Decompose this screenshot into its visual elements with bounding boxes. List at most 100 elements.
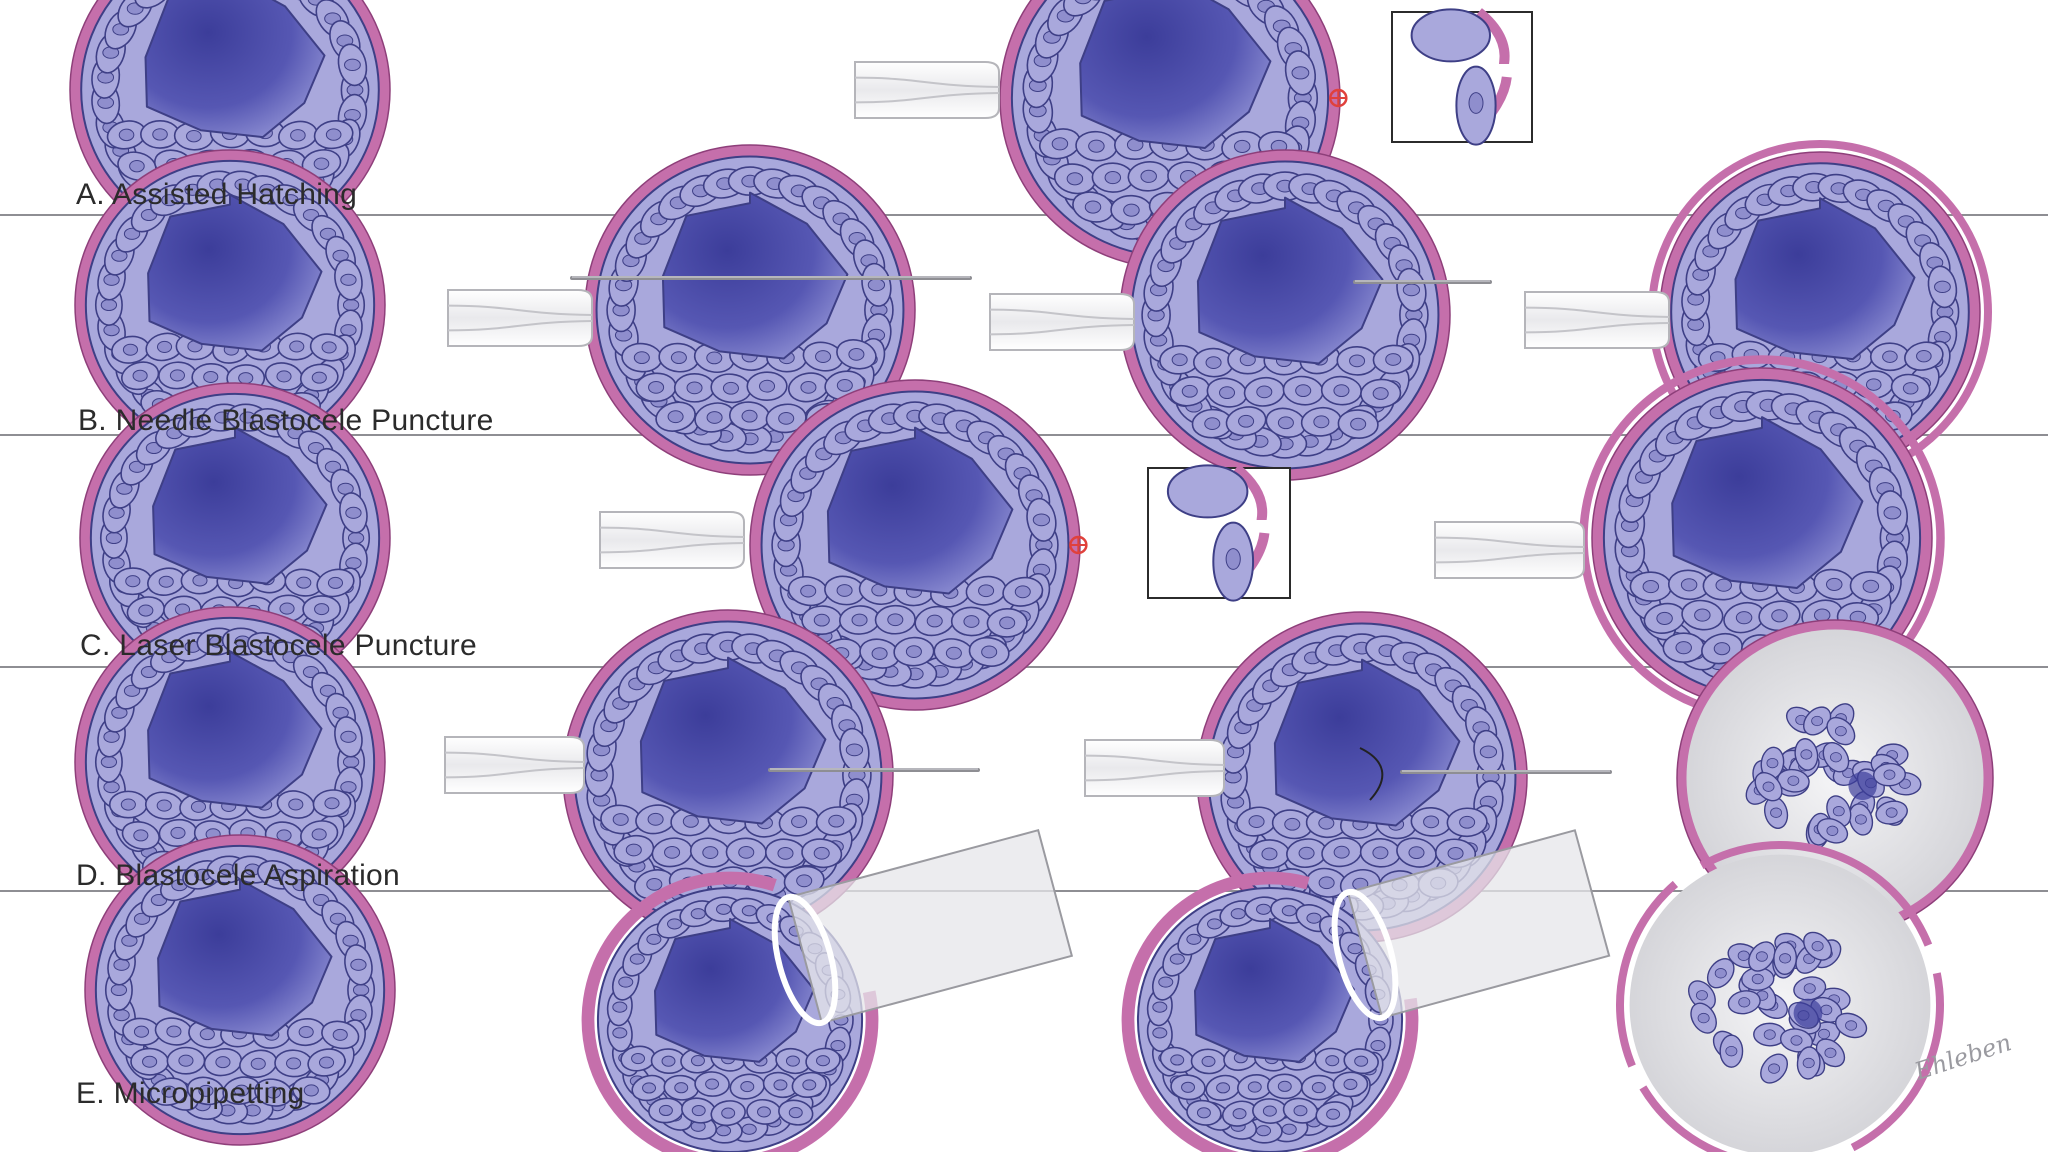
nucleus	[103, 273, 120, 286]
nucleus	[1088, 139, 1105, 153]
nucleus	[100, 298, 118, 312]
nucleus	[791, 815, 808, 828]
nucleus	[1233, 139, 1251, 153]
nucleus	[721, 1107, 736, 1119]
nucleus	[646, 877, 663, 891]
nucleus	[1066, 172, 1084, 186]
nucleus	[802, 1079, 817, 1091]
nucleus	[1834, 725, 1847, 737]
nucleus	[612, 1027, 628, 1039]
nucleus	[1479, 745, 1498, 759]
nucleus	[103, 781, 120, 794]
nucleus	[631, 1052, 646, 1065]
nucleus	[926, 614, 943, 628]
nucleus	[345, 506, 362, 519]
pipette-body	[989, 293, 1135, 351]
nucleus	[978, 584, 995, 598]
nucleus	[324, 797, 340, 810]
nucleus	[1459, 815, 1476, 829]
nucleus	[103, 324, 120, 337]
nucleus	[233, 1084, 250, 1097]
nucleus	[1779, 953, 1792, 964]
nucleus	[1326, 1108, 1341, 1120]
nucleus	[314, 603, 330, 616]
nucleus	[1311, 1082, 1326, 1094]
nucleus	[800, 380, 817, 394]
holding-pipette	[447, 289, 593, 347]
nucleus	[1800, 749, 1813, 760]
nucleus	[352, 983, 370, 997]
nucleus	[128, 460, 146, 473]
nucleus	[1934, 280, 1951, 294]
nucleus	[198, 1084, 214, 1097]
nucleus	[1207, 918, 1223, 930]
nucleus	[1325, 1055, 1340, 1067]
pipette-opening	[771, 893, 839, 1027]
nucleus	[265, 1086, 281, 1099]
blastocyst	[749, 379, 1088, 711]
nucleus	[1468, 92, 1484, 114]
nucleus	[203, 370, 219, 384]
nucleus	[1770, 807, 1783, 818]
nucleus	[1295, 384, 1312, 398]
zona-opening-inset	[1147, 464, 1291, 602]
nucleus	[324, 460, 342, 473]
nucleus	[1824, 1047, 1837, 1059]
nucleus	[1883, 769, 1896, 780]
pipette-lumen	[1434, 536, 1585, 564]
nucleus	[350, 958, 367, 971]
nucleus	[618, 976, 634, 988]
panel-b-label: B. Needle Blastocele Puncture	[78, 404, 494, 437]
nucleus	[311, 371, 327, 384]
nucleus	[867, 278, 886, 292]
nucleus	[1883, 506, 1902, 520]
pipette-body	[599, 511, 745, 569]
nucleus	[1277, 416, 1294, 430]
pipette-barrel	[1346, 829, 1611, 1019]
blastocyst	[79, 382, 391, 694]
nucleus	[108, 557, 125, 570]
nucleus	[690, 1055, 705, 1067]
nucleus	[647, 812, 664, 826]
nucleus	[1803, 983, 1816, 994]
nucleus	[1291, 66, 1310, 80]
nucleus	[1790, 1035, 1803, 1046]
nucleus	[682, 815, 699, 828]
nucleus	[1014, 585, 1031, 599]
nucleus	[1123, 203, 1140, 217]
blastocyst	[562, 609, 894, 941]
pipette-lumen	[599, 526, 745, 554]
collapse-marker	[1359, 747, 1384, 801]
nucleus	[738, 845, 755, 859]
nucleus	[963, 615, 980, 628]
nucleus	[329, 912, 347, 925]
nucleus	[1751, 973, 1764, 985]
nucleus	[344, 58, 361, 72]
nucleus	[757, 1106, 771, 1118]
nucleus	[1170, 1054, 1185, 1066]
nucleus	[1152, 1027, 1168, 1039]
nucleus	[1201, 1055, 1216, 1067]
nucleus	[1763, 1029, 1776, 1040]
nucleus	[642, 1082, 657, 1094]
nucleus	[166, 1025, 182, 1038]
nucleus	[190, 800, 207, 813]
nucleus	[836, 379, 853, 392]
nucleus	[1032, 513, 1051, 527]
nucleus	[340, 781, 357, 794]
blastocyst	[1579, 355, 1945, 721]
pipette-body	[854, 61, 1000, 119]
nucleus	[1738, 997, 1751, 1008]
nucleus	[1169, 953, 1185, 965]
nucleus	[612, 1001, 628, 1013]
nucleus	[133, 912, 151, 925]
nucleus	[1256, 903, 1272, 915]
nucleus	[674, 1082, 689, 1094]
nucleus	[706, 351, 723, 365]
pipette-lumen	[1524, 306, 1670, 334]
nucleus	[800, 584, 817, 598]
nucleus	[845, 743, 864, 757]
nucleus	[1737, 950, 1750, 961]
nucleus	[238, 372, 254, 385]
nucleus	[778, 411, 795, 425]
